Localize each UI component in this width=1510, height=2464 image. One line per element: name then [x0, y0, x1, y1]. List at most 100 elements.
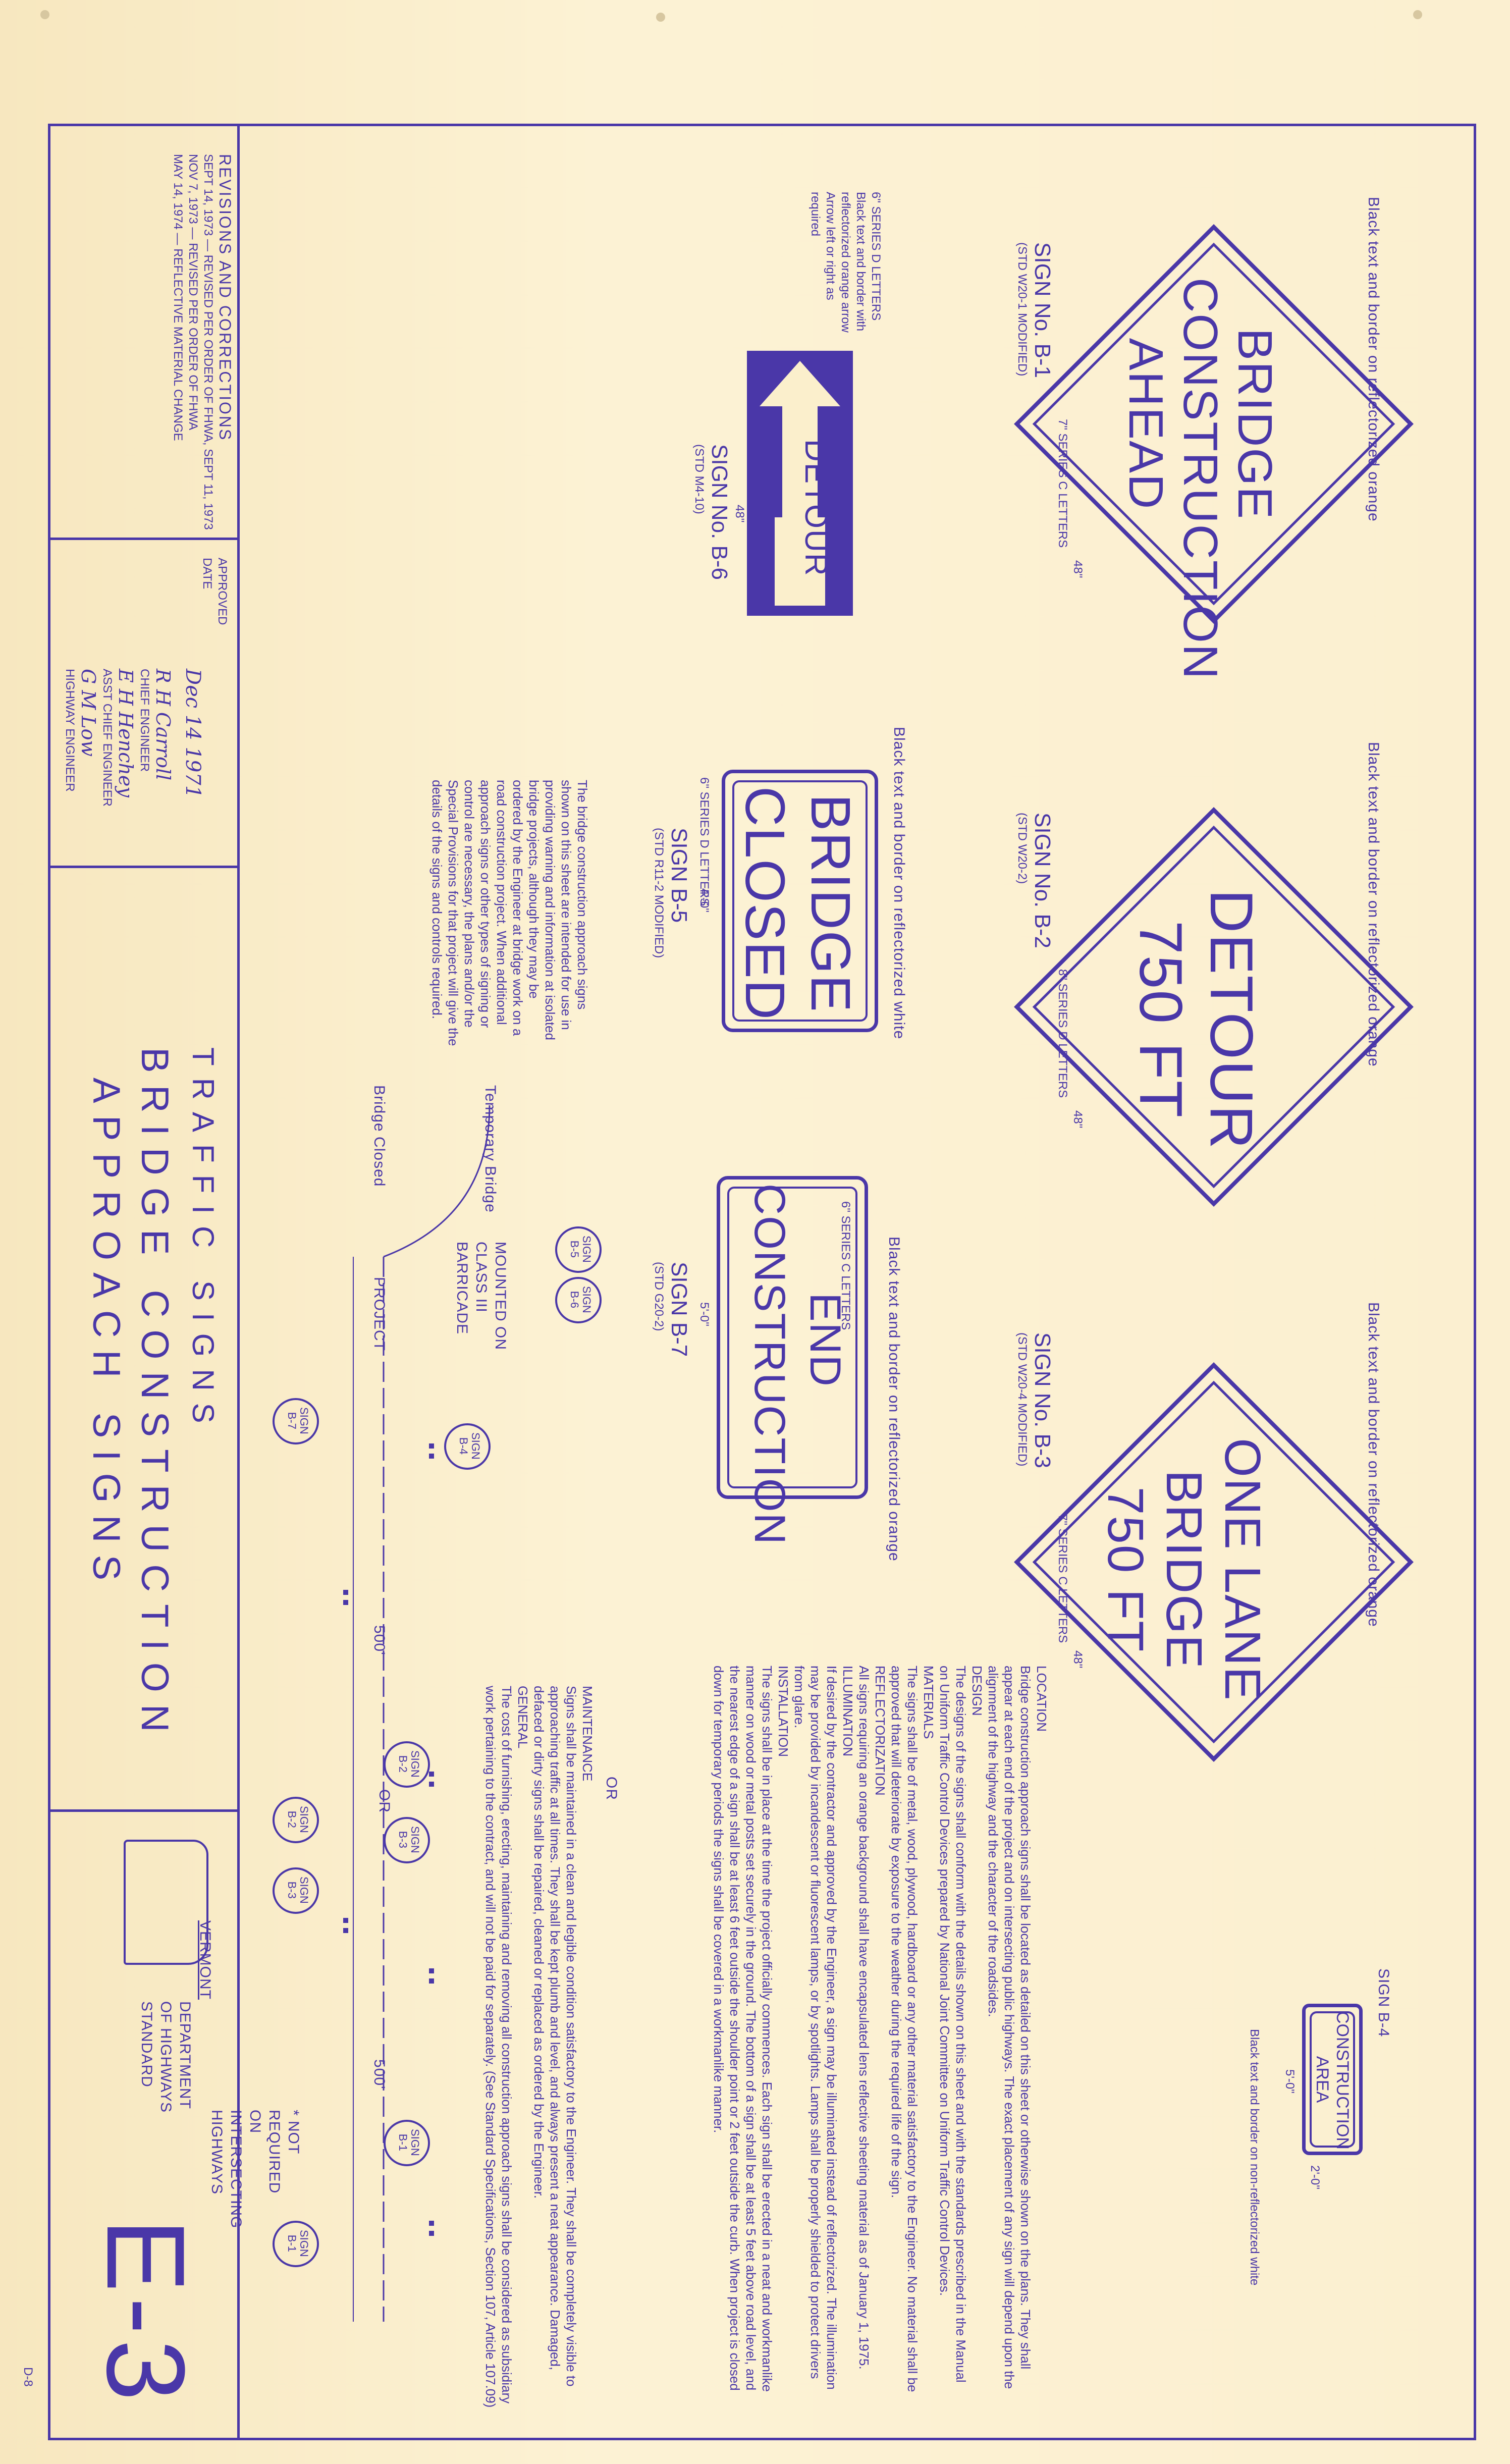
- drawing-title: TRAFFIC SIGNS BRIDGE CONSTRUCTION APPROA…: [82, 1047, 227, 1744]
- sign-b6-text: DETOUR: [798, 439, 833, 577]
- sign-b2-line: 750 FT: [1127, 920, 1195, 1119]
- sign-b3-letters: 7" SERIES C LETTERS: [1056, 1514, 1069, 1643]
- sign-b1-line: BRIDGE: [1228, 328, 1282, 520]
- install-heading: INSTALLATION: [776, 1666, 791, 1757]
- punch-hole: [1413, 10, 1422, 19]
- title-line-2: BRIDGE CONSTRUCTION: [133, 1047, 176, 1744]
- sign-b1-line: AHEAD: [1119, 338, 1173, 510]
- sign-b5-caption: SIGN B-5 (STD R11-2 MODIFIED): [651, 828, 691, 958]
- sign-b5-std: (STD R11-2 MODIFIED): [652, 828, 666, 958]
- revision-line: MAY 14, 1974 — REFLECTIVE MATERIAL CHANG…: [171, 154, 185, 441]
- design-text: The designs of the signs shall conform w…: [937, 1666, 968, 2383]
- sign-b1-note: Black text and border on reflectorized o…: [1365, 197, 1382, 522]
- sign-b1-size: 48": [1071, 560, 1085, 578]
- sign-b4-note: Black text and border on non-reflectoriz…: [1248, 2029, 1261, 2286]
- sign-b5-size: 4'-0": [697, 888, 711, 913]
- distance-500-a: 500': [371, 1625, 388, 1655]
- revisions-heading: REVISIONS AND CORRECTIONS: [216, 154, 234, 442]
- sign-b5-letters: 6" SERIES D LETTERS: [697, 777, 711, 906]
- agency-of-text: OF HIGHWAYS: [157, 2001, 174, 2113]
- not-required-note: * NOT REQUIRED ON INTERSECTING HIGHWAYS: [208, 2110, 302, 2229]
- bridge-closed-label: Bridge Closed: [371, 1085, 388, 1187]
- sign-b7-legend: END CONSTRUCTION: [742, 1184, 853, 1545]
- sign-b4-label: SIGN B-4: [1375, 1968, 1392, 2038]
- sign-b1-label: SIGN No. B-1: [1030, 242, 1055, 378]
- agency-dept-text: DEPARTMENT: [177, 2001, 193, 2109]
- sign-b7-panel: [717, 1176, 868, 1499]
- sign-b1-legend: BRIDGE CONSTRUCTION AHEAD: [1118, 278, 1282, 680]
- maintenance-heading: MAINTENANCE: [580, 1686, 595, 1782]
- sign-b7-letters: 6" SERIES C LETTERS: [839, 1201, 852, 1330]
- sign-b4-height: 2'-0": [1308, 2165, 1322, 2189]
- sign-b3-line: 750 FT: [1097, 1486, 1154, 1653]
- title-block: REVISIONS AND CORRECTIONS SEPT 14, 1973 …: [48, 124, 240, 2440]
- sign-b7-line: CONSTRUCTION: [745, 1184, 794, 1545]
- agency-block: VERMONT: [195, 1920, 214, 2000]
- sign-b4-line: CONSTRUCTION: [1333, 2011, 1352, 2150]
- illum-text: If desired by the contractor and approve…: [792, 1666, 839, 2390]
- title-line-3: APPROACH SIGNS: [85, 1078, 128, 1593]
- reflect-text: All signs requiring an orange background…: [856, 1666, 872, 2370]
- maintenance-note: MAINTENANCE Signs shall be maintained in…: [482, 1686, 596, 2418]
- title-block-divider: [48, 866, 240, 868]
- highway-engineer-label: HIGHWAY ENGINEER: [63, 669, 77, 792]
- sign-b5-panel: [722, 770, 878, 1032]
- sign-b2-legend: DETOUR 750 FT: [1125, 878, 1267, 1161]
- title-block-divider: [48, 538, 240, 540]
- design-heading: DESIGN: [969, 1666, 985, 1716]
- location-note: LOCATION Bridge construction approach si…: [711, 1666, 1050, 2397]
- title-line-1: TRAFFIC SIGNS: [186, 1047, 220, 1435]
- sign-b2-size: 48": [1071, 1110, 1085, 1129]
- sign-b2-caption: SIGN No. B-2 (STD W20-2): [1014, 813, 1055, 948]
- punch-hole: [656, 13, 665, 22]
- approved-label: APPROVED: [215, 558, 229, 625]
- sign-b4-size: 5'-0": [1283, 2069, 1297, 2094]
- sign-b7-size: 5'-0": [697, 1302, 711, 1326]
- materials-heading: MATERIALS: [921, 1666, 936, 1739]
- sign-b5-label: SIGN B-5: [667, 828, 691, 923]
- general-heading: GENERAL: [515, 1686, 530, 1749]
- vermont-outline: [124, 1840, 208, 1965]
- materials-text: The signs shall be of metal, wood, plywo…: [889, 1666, 920, 2392]
- sign-b3-note: Black text and border on reflectorized o…: [1365, 1302, 1382, 1627]
- signature-asst: E H Henchey: [115, 669, 137, 797]
- sign-b4-line: AREA: [1313, 2056, 1332, 2103]
- mounted-label: MOUNTED ON CLASS III BARRICADE: [454, 1242, 509, 1350]
- general-text: The cost of furnishing, erecting, mainta…: [483, 1686, 514, 2408]
- sign-b3-caption: SIGN No. B-3 (STD W20-4 MODIFIED): [1014, 1332, 1055, 1468]
- sign-b6-label: SIGN No. B-6: [707, 444, 732, 580]
- approval-date: Dec 14 1971: [181, 669, 204, 798]
- revision-line: NOV 7, 1973 — REVISED PER ORDER OF FHWA: [186, 154, 200, 431]
- sign-b5-line: CLOSED: [734, 786, 796, 1021]
- location-heading: LOCATION: [1034, 1666, 1049, 1732]
- signature-hwy: G M Low: [77, 669, 99, 757]
- sign-b6-note: 6" SERIES D LETTERS Black text and borde…: [808, 192, 883, 333]
- sign-b6-arrow-icon: [760, 361, 840, 606]
- sign-b6-std: (STD M4-10): [692, 444, 706, 514]
- sign-b7-caption: SIGN B-7 (STD G20-2): [651, 1262, 691, 1357]
- revisions-block: REVISIONS AND CORRECTIONS SEPT 14, 1973 …: [170, 154, 235, 530]
- agency-dept: DEPARTMENT OF HIGHWAYS STANDARD: [137, 2001, 194, 2113]
- sign-b7-note: Black text and border on reflectorized o…: [886, 1237, 902, 1562]
- sign-b5-line: BRIDGE: [799, 794, 861, 1013]
- sign-b1-caption: SIGN No. B-1 (STD W20-1 MODIFIED): [1014, 242, 1055, 378]
- sheet-border: [48, 124, 1476, 2440]
- sign-b3-std: (STD W20-4 MODIFIED): [1015, 1332, 1029, 1467]
- install-text: The signs shall be in place at the time …: [711, 1666, 775, 2392]
- title-block-divider: [48, 1809, 240, 1812]
- punch-hole: [40, 10, 49, 19]
- sign-b3-line: ONE LANE: [1214, 1438, 1271, 1701]
- approval-block: APPROVED DATE: [199, 558, 230, 625]
- sign-b6-caption: SIGN No. B-6 (STD M4-10): [691, 444, 732, 580]
- sign-b3-size: 48": [1071, 1650, 1085, 1669]
- maintenance-text: Signs shall be maintained in a clean and…: [531, 1686, 579, 2387]
- location-text: Bridge construction approach signs shall…: [986, 1666, 1033, 2389]
